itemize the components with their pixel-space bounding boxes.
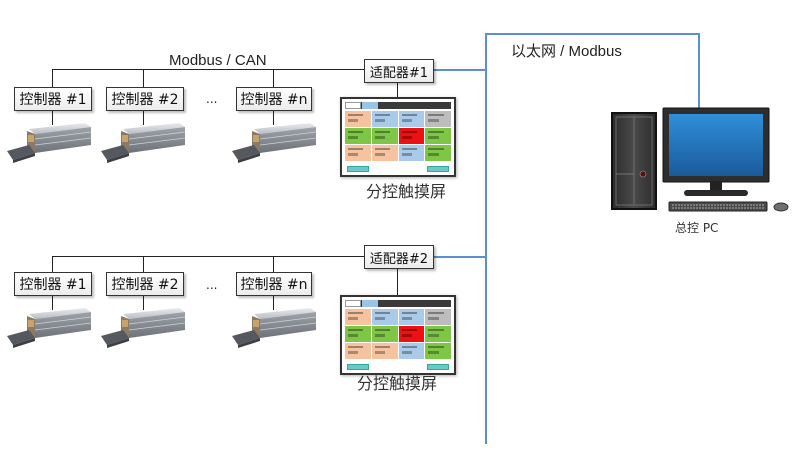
fan-coil-unit-icon [230,300,318,350]
room-status-cell [345,111,371,127]
drop-line-2 [143,69,144,87]
unit-link-2 [143,111,144,125]
room-status-cell [345,145,371,161]
controller-label: 控制器 #2 [111,277,179,293]
pc-tower-icon [611,112,657,210]
controller-label: 控制器 #n [240,277,308,293]
unit-link-2 [143,296,144,310]
touchscreen-button [427,364,449,370]
room-status-cell [371,326,398,342]
touchscreen-button [427,166,449,172]
room-status-cell [371,145,398,161]
controller-label: 控制器 #n [240,92,308,108]
field-bus-label: Modbus / CAN [169,52,267,69]
drop-line-2 [143,256,144,273]
touchscreen-caption: 分控触摸屏 [366,182,447,201]
field-bus-line [52,69,364,70]
touchscreen-header-bar [345,102,451,109]
touchscreen-header-bar [345,300,451,307]
adapter-1-box[interactable]: 适配器#1 [364,59,434,83]
drop-line-n [273,256,274,273]
ellipsis: ... [206,278,218,292]
fan-coil-unit-icon [230,115,318,165]
room-status-cell [425,343,451,359]
unit-link-1 [52,111,53,125]
room-status-cell [371,309,398,325]
fan-coil-unit-icon [99,300,187,350]
ellipsis: ... [206,92,218,106]
controller-label: 控制器 #1 [19,92,87,108]
room-status-cell [371,343,398,359]
room-status-cell [345,326,371,342]
room-status-cell [345,343,371,359]
unit-link-n [273,296,274,310]
pc-caption: 总控 PC [675,221,719,235]
ethernet-label: 以太网 / Modbus [511,43,622,60]
room-status-cell [398,145,425,161]
drop-line-1 [52,256,53,273]
room-status-cell [398,326,425,342]
ethernet-trunk-line [485,33,487,444]
field-bus-line [52,256,364,257]
controller-1-box[interactable]: 控制器 #1 [14,87,92,111]
room-status-cell [398,111,425,127]
controller-n-box[interactable]: 控制器 #n [236,272,312,296]
unit-link-1 [52,296,53,310]
adapter-screen-link [397,269,398,296]
room-status-cell [398,128,425,144]
controller-1-box[interactable]: 控制器 #1 [14,272,92,296]
room-status-cell [425,145,451,161]
adapter-screen-link [397,83,398,98]
touchscreen-caption: 分控触摸屏 [357,374,438,393]
controller-n-box[interactable]: 控制器 #n [236,87,312,111]
touchscreen-button [347,166,369,172]
controller-label: 控制器 #2 [111,92,179,108]
adapter-label: 适配器#2 [369,251,429,267]
adapter-label: 适配器#1 [369,65,429,81]
drop-line-1 [52,69,53,87]
room-status-cell [425,128,451,144]
room-status-cell [345,128,371,144]
room-status-cell [371,111,398,127]
fan-coil-unit-icon [99,115,187,165]
room-status-cell [425,326,451,342]
room-status-cell [371,128,398,144]
room-status-cell [425,309,451,325]
unit-link-n [273,111,274,125]
touchscreen-panel-icon[interactable] [340,295,456,375]
fan-coil-unit-icon [5,115,93,165]
controller-2-box[interactable]: 控制器 #2 [106,87,184,111]
ethernet-adapter2-link [433,256,486,258]
mouse-icon [773,202,789,212]
ethernet-pc-drop-line [698,33,700,109]
monitor-icon [662,107,770,196]
controller-label: 控制器 #1 [19,277,87,293]
fan-coil-unit-icon [5,300,93,350]
room-status-cell [425,111,451,127]
room-status-cell [398,343,425,359]
room-status-cell [345,309,371,325]
touchscreen-panel-icon[interactable] [340,97,456,177]
ethernet-top-line [485,33,700,35]
controller-2-box[interactable]: 控制器 #2 [106,272,184,296]
touchscreen-room-grid [345,309,451,359]
drop-line-n [273,69,274,87]
ethernet-adapter1-link [433,69,486,71]
room-status-cell [398,309,425,325]
keyboard-icon [668,201,768,212]
adapter-2-box[interactable]: 适配器#2 [364,245,434,269]
touchscreen-button [347,364,369,370]
touchscreen-room-grid [345,111,451,161]
